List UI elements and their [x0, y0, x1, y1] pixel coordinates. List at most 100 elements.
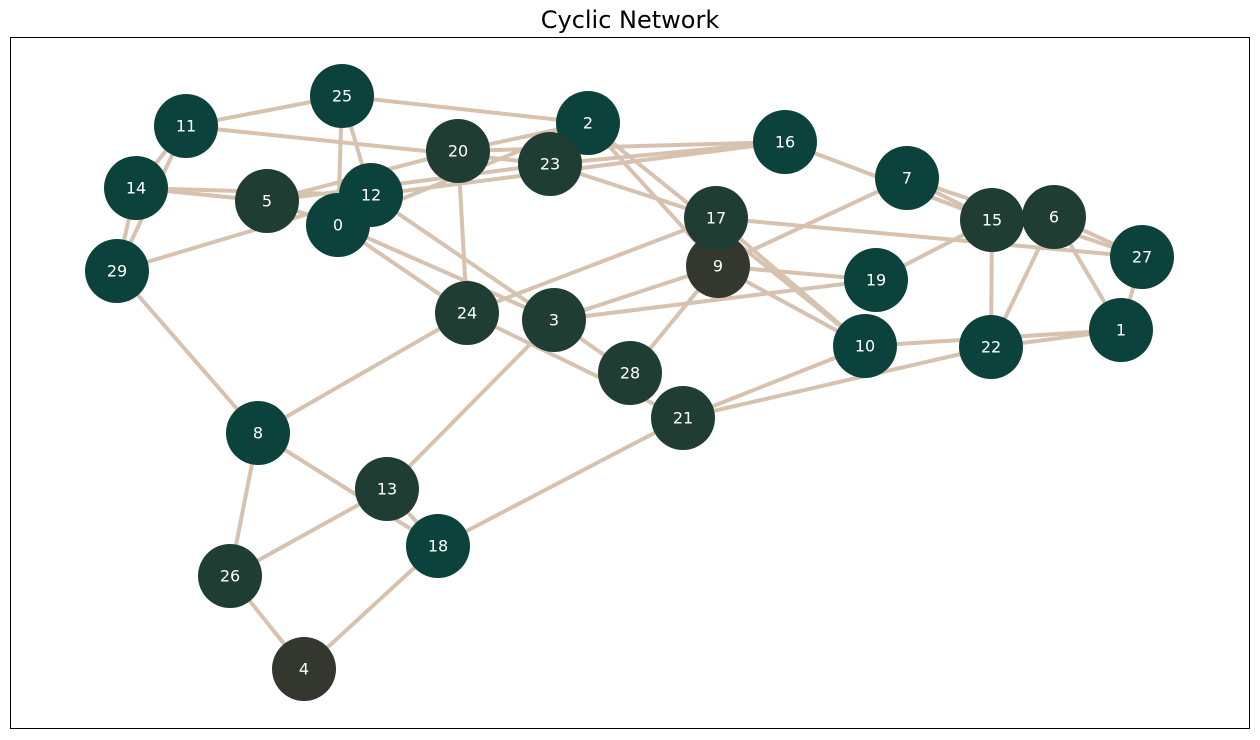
- node-24[interactable]: 24: [435, 281, 499, 345]
- node-circle-9: [686, 234, 750, 298]
- edge-8-18: [256, 431, 440, 548]
- node-20[interactable]: 20: [426, 119, 490, 183]
- node-circle-1: [1089, 298, 1153, 362]
- node-circle-15: [960, 188, 1024, 252]
- node-label-9: 9: [713, 257, 723, 276]
- node-13[interactable]: 13: [355, 457, 419, 521]
- node-label-26: 26: [220, 567, 240, 586]
- node-label-5: 5: [262, 192, 272, 211]
- node-label-27: 27: [1132, 248, 1152, 267]
- node-circle-21: [651, 386, 715, 450]
- node-10[interactable]: 10: [833, 314, 897, 378]
- edge-23-16: [548, 140, 787, 166]
- edge-24-21: [465, 311, 685, 420]
- node-15[interactable]: 15: [960, 188, 1024, 252]
- node-circle-8: [226, 401, 290, 465]
- edge-25-2: [340, 94, 590, 125]
- edge-5-23: [265, 162, 552, 203]
- node-3[interactable]: 3: [522, 288, 586, 352]
- node-29[interactable]: 29: [85, 239, 149, 303]
- node-label-29: 29: [107, 262, 127, 281]
- node-label-28: 28: [620, 364, 640, 383]
- node-circle-29: [85, 239, 149, 303]
- edge-0-3: [336, 223, 556, 322]
- node-label-19: 19: [866, 271, 886, 290]
- node-9[interactable]: 9: [686, 234, 750, 298]
- node-label-2: 2: [583, 114, 593, 133]
- node-22[interactable]: 22: [959, 315, 1023, 379]
- node-circle-18: [406, 514, 470, 578]
- node-circle-27: [1110, 225, 1174, 289]
- node-circle-13: [355, 457, 419, 521]
- node-23[interactable]: 23: [518, 132, 582, 196]
- node-7[interactable]: 7: [875, 146, 939, 210]
- edge-11-23: [184, 124, 552, 166]
- node-8[interactable]: 8: [226, 401, 290, 465]
- node-circle-22: [959, 315, 1023, 379]
- node-label-21: 21: [673, 409, 693, 428]
- node-label-23: 23: [540, 155, 560, 174]
- node-label-18: 18: [428, 537, 448, 556]
- node-label-22: 22: [981, 338, 1001, 357]
- edge-22-21: [681, 345, 993, 420]
- edge-27-17: [714, 216, 1144, 259]
- node-circle-7: [875, 146, 939, 210]
- node-circle-5: [235, 169, 299, 233]
- node-label-14: 14: [126, 179, 146, 198]
- node-1[interactable]: 1: [1089, 298, 1153, 362]
- node-label-13: 13: [377, 480, 397, 499]
- node-25[interactable]: 25: [310, 64, 374, 128]
- node-21[interactable]: 21: [651, 386, 715, 450]
- node-circle-20: [426, 119, 490, 183]
- edge-3-13: [385, 318, 556, 491]
- node-18[interactable]: 18: [406, 514, 470, 578]
- node-11[interactable]: 11: [154, 94, 218, 158]
- node-label-25: 25: [332, 87, 352, 106]
- node-28[interactable]: 28: [598, 341, 662, 405]
- node-27[interactable]: 27: [1110, 225, 1174, 289]
- node-circle-16: [753, 110, 817, 174]
- node-5[interactable]: 5: [235, 169, 299, 233]
- edge-20-16: [456, 140, 787, 153]
- node-circle-23: [518, 132, 582, 196]
- edge-19-3: [552, 278, 878, 322]
- node-2[interactable]: 2: [556, 91, 620, 155]
- node-label-20: 20: [448, 142, 468, 161]
- node-label-7: 7: [902, 169, 912, 188]
- node-12[interactable]: 12: [339, 163, 403, 227]
- node-label-4: 4: [299, 660, 309, 679]
- node-circle-12: [339, 163, 403, 227]
- node-circle-6: [1022, 185, 1086, 249]
- edge-17-10: [714, 216, 867, 348]
- node-circle-3: [522, 288, 586, 352]
- node-circle-25: [310, 64, 374, 128]
- edge-29-8: [115, 269, 260, 435]
- plot-frame: [10, 37, 1250, 729]
- node-label-6: 6: [1049, 208, 1059, 227]
- node-label-11: 11: [176, 117, 196, 136]
- node-circle-2: [556, 91, 620, 155]
- node-circle-28: [598, 341, 662, 405]
- node-circle-17: [684, 186, 748, 250]
- node-26[interactable]: 26: [198, 544, 262, 608]
- edge-24-8: [256, 311, 469, 435]
- node-circle-10: [833, 314, 897, 378]
- chart-title: Cyclic Network: [540, 6, 720, 34]
- node-label-16: 16: [775, 133, 795, 152]
- node-16[interactable]: 16: [753, 110, 817, 174]
- edge-21-18: [436, 416, 685, 548]
- node-4[interactable]: 4: [272, 637, 336, 701]
- node-19[interactable]: 19: [844, 248, 908, 312]
- node-14[interactable]: 14: [104, 156, 168, 220]
- node-label-1: 1: [1116, 321, 1126, 340]
- node-17[interactable]: 17: [684, 186, 748, 250]
- node-circle-26: [198, 544, 262, 608]
- node-6[interactable]: 6: [1022, 185, 1086, 249]
- node-circle-19: [844, 248, 908, 312]
- node-label-12: 12: [361, 186, 381, 205]
- node-label-0: 0: [333, 216, 343, 235]
- edge-17-24: [465, 216, 718, 315]
- node-label-15: 15: [982, 211, 1002, 230]
- node-label-3: 3: [549, 311, 559, 330]
